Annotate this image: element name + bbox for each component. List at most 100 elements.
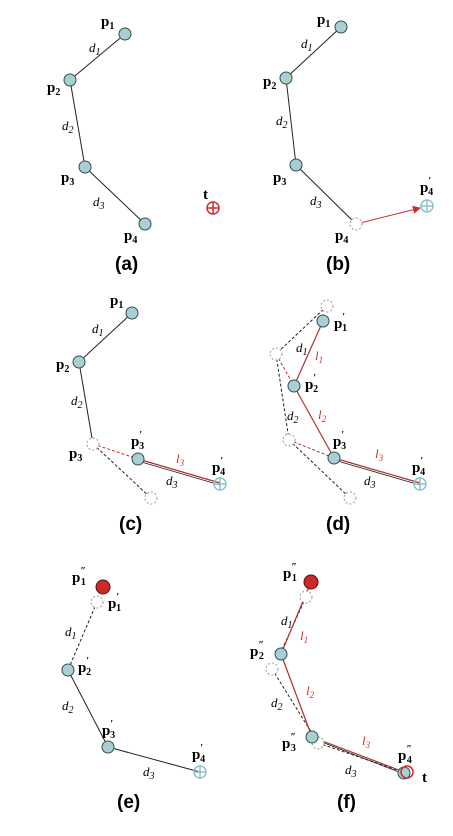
svg-text:d1: d1 bbox=[65, 624, 77, 642]
svg-text:l2: l2 bbox=[306, 683, 315, 700]
panel-a: t p1 p2 p3 p4 d1 d2 d3 (a) bbox=[47, 14, 220, 275]
caption-f: (f) bbox=[337, 792, 356, 813]
panel-c: p1 p2 p3 p′3 p′4 d1 d2 d3 l3 (c) bbox=[56, 293, 227, 535]
svg-text:p′3: p′3 bbox=[102, 719, 115, 741]
ghost-p2 bbox=[269, 347, 283, 361]
svg-text:d2: d2 bbox=[71, 393, 83, 411]
svg-text:p2: p2 bbox=[263, 74, 276, 92]
joint-p4 bbox=[138, 217, 152, 231]
joint-p1-prime bbox=[316, 314, 330, 328]
joint-p3-prime bbox=[101, 740, 115, 754]
svg-text:p2: p2 bbox=[47, 80, 60, 98]
svg-text:l1: l1 bbox=[315, 348, 323, 365]
svg-text:l1: l1 bbox=[300, 628, 308, 645]
svg-text:p3: p3 bbox=[61, 170, 74, 188]
svg-text:p′3: p′3 bbox=[333, 430, 346, 452]
svg-text:p′2: p′2 bbox=[305, 373, 318, 395]
svg-text:d3: d3 bbox=[310, 193, 322, 211]
ghost-p1 bbox=[90, 595, 104, 609]
svg-text:d2: d2 bbox=[287, 408, 299, 426]
svg-text:d2: d2 bbox=[276, 113, 288, 131]
target-icon bbox=[206, 201, 220, 215]
ghost-p3 bbox=[86, 437, 100, 451]
ghost-p4 bbox=[343, 491, 357, 505]
joint-p2 bbox=[279, 71, 293, 85]
joint-p1 bbox=[118, 27, 132, 41]
svg-text:p′4: p′4 bbox=[192, 743, 205, 765]
caption-a: (a) bbox=[115, 254, 138, 275]
svg-text:d2: d2 bbox=[62, 118, 74, 136]
panel-f: t p″1 p″2 p″3 p″4 d1 d2 d3 l1 l2 l3 (f) bbox=[250, 562, 427, 813]
svg-text:d1: d1 bbox=[281, 613, 293, 631]
svg-text:p2: p2 bbox=[56, 357, 69, 375]
caption-b: (b) bbox=[326, 254, 350, 275]
svg-text:d3: d3 bbox=[93, 194, 105, 212]
svg-text:p′1: p′1 bbox=[108, 592, 121, 614]
target-label: t bbox=[203, 187, 208, 203]
svg-text:p4: p4 bbox=[124, 228, 137, 246]
joint-p2-prime bbox=[287, 379, 301, 393]
target-label: t bbox=[422, 770, 427, 786]
svg-text:p′4: p′4 bbox=[212, 456, 225, 478]
svg-text:p′4: p′4 bbox=[420, 176, 433, 198]
svg-text:p″1: p″1 bbox=[72, 566, 86, 588]
svg-text:p3: p3 bbox=[273, 170, 286, 188]
target-red-p1 bbox=[95, 579, 111, 595]
svg-text:p″1: p″1 bbox=[283, 562, 297, 584]
joint-p1 bbox=[125, 306, 139, 320]
ghost-p1 bbox=[299, 590, 313, 604]
svg-text:d3: d3 bbox=[364, 473, 376, 491]
svg-text:p1: p1 bbox=[110, 293, 123, 311]
svg-text:p′1: p′1 bbox=[334, 312, 347, 334]
target-new-p4-icon bbox=[413, 477, 427, 491]
caption-e: (e) bbox=[117, 792, 140, 813]
svg-text:p1: p1 bbox=[101, 14, 114, 32]
target-new-p4-icon bbox=[193, 765, 207, 779]
svg-text:d3: d3 bbox=[166, 473, 178, 491]
joint-p3 bbox=[289, 158, 303, 172]
joint-p3 bbox=[78, 160, 92, 174]
joint-p3-dprime bbox=[305, 730, 319, 744]
svg-text:p4: p4 bbox=[335, 228, 348, 246]
svg-text:l3: l3 bbox=[362, 733, 371, 750]
svg-text:p″4: p″4 bbox=[398, 744, 412, 766]
joint-p3-prime bbox=[327, 451, 341, 465]
target-icon bbox=[400, 765, 414, 779]
panel-d: p′1 p′2 p′3 p′4 d1 d2 d3 l1 l2 l3 (d) bbox=[269, 299, 427, 535]
ghost-p3 bbox=[282, 433, 296, 447]
joint-p2 bbox=[72, 355, 86, 369]
panel-b: p1 p2 p3 p4 p′4 d1 d2 d3 (b) bbox=[263, 12, 434, 275]
svg-text:l3: l3 bbox=[375, 446, 384, 463]
panel-e: p″1 p′1 p′2 p′3 p′4 d1 d2 d3 (e) bbox=[61, 566, 207, 813]
svg-text:d3: d3 bbox=[143, 764, 155, 782]
svg-text:p″2: p″2 bbox=[250, 640, 264, 662]
joint-p3-prime bbox=[131, 452, 145, 466]
joint-p2-dprime bbox=[274, 647, 288, 661]
target-new-p4-icon bbox=[213, 477, 227, 491]
svg-text:p′3: p′3 bbox=[131, 430, 144, 452]
svg-text:d1: d1 bbox=[92, 321, 104, 339]
svg-text:p3: p3 bbox=[69, 446, 82, 464]
joint-p1 bbox=[334, 20, 348, 34]
svg-text:p′2: p′2 bbox=[78, 656, 91, 678]
svg-text:p″3: p″3 bbox=[282, 732, 296, 754]
ghost-p1 bbox=[320, 299, 334, 313]
svg-text:d1: d1 bbox=[296, 340, 308, 358]
ghost-p4 bbox=[144, 491, 158, 505]
joint-p2 bbox=[63, 73, 77, 87]
svg-text:l3: l3 bbox=[176, 451, 185, 468]
caption-d: (d) bbox=[326, 514, 350, 535]
joint-p2-prime bbox=[61, 663, 75, 677]
svg-text:d2: d2 bbox=[271, 695, 283, 713]
ghost-p4 bbox=[349, 217, 363, 231]
svg-text:l2: l2 bbox=[318, 407, 327, 424]
svg-text:d2: d2 bbox=[62, 698, 74, 716]
target-new-p4-icon bbox=[420, 199, 434, 213]
svg-text:d1: d1 bbox=[301, 36, 313, 54]
ghost-p2 bbox=[265, 662, 279, 676]
svg-text:d3: d3 bbox=[345, 762, 357, 780]
svg-text:p1: p1 bbox=[317, 12, 330, 30]
svg-text:d1: d1 bbox=[89, 40, 101, 58]
svg-text:p′4: p′4 bbox=[412, 456, 425, 478]
